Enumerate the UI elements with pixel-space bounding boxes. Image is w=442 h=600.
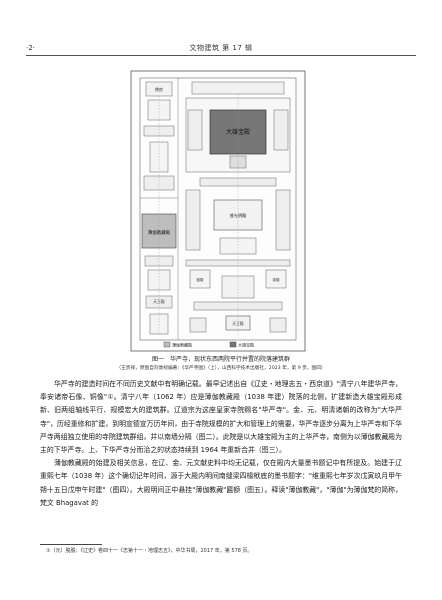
legend-swatch-library <box>163 341 171 348</box>
site-plan-drawing: 僧房 大雄宝殿 薄伽教藏殿 普光明殿 天王殿 天王殿 鼓楼 钟楼 薄伽教藏殿 大… <box>130 70 306 352</box>
site-plan-figure: 僧房 大雄宝殿 薄伽教藏殿 普光明殿 天王殿 天王殿 鼓楼 钟楼 薄伽教藏殿 大… <box>130 70 306 352</box>
legend-swatch-main <box>229 341 237 348</box>
label-main-hall: 大雄宝殿 <box>226 128 250 136</box>
label-bell-tower: 钟楼 <box>273 277 281 282</box>
label-monk-quarters: 僧房 <box>155 86 163 92</box>
header-rule <box>26 55 416 56</box>
label-center-hall: 普光明殿 <box>230 212 248 219</box>
footnote-rule <box>40 544 102 545</box>
legend-label-library: 薄伽教藏殿 <box>172 342 192 348</box>
label-drum-tower: 鼓楼 <box>197 277 204 282</box>
footnote: ①〔元〕脱脱：《辽史》卷四十一《志第十一・地理志五》，中华书局，2017 年，第… <box>46 548 253 554</box>
label-gate-right: 天王殿 <box>232 321 244 326</box>
page-number: ·2· <box>26 44 35 52</box>
legend-label-main: 大雄宝殿 <box>238 342 254 348</box>
journal-title: 文物建筑 第 17 辑 <box>189 44 253 52</box>
caption-title: 图一 华严寺，现状东西两院平行并置的院落建筑群 <box>151 356 290 363</box>
label-library-hall: 薄伽教藏殿 <box>148 229 171 236</box>
paragraph-2: 薄伽教藏殿的始建及相关信息，在辽、金、元文献史料中均无记载，仅在殿内大量墨书题记… <box>40 459 402 507</box>
article-body: 华严寺的建造时间在不同历史文献中有明确记载。最早记述出自《辽史・地理志五・西京道… <box>40 378 402 510</box>
caption-source: （王贵祥，原图自刘敦桢编著：《华严寺图》（上），山西科学技术出版社，2023 年… <box>116 366 326 371</box>
page-header: ·2· 文物建筑 第 17 辑 <box>26 42 416 54</box>
label-gate-left: 天王殿 <box>153 299 165 304</box>
figure-caption: 图一 华严寺，现状东西两院平行并置的院落建筑群 （王贵祥，原图自刘敦桢编著：《华… <box>26 355 416 373</box>
paragraph-1: 华严寺的建造时间在不同历史文献中有明确记载。最早记述出自《辽史・地理志五・西京道… <box>40 380 402 455</box>
